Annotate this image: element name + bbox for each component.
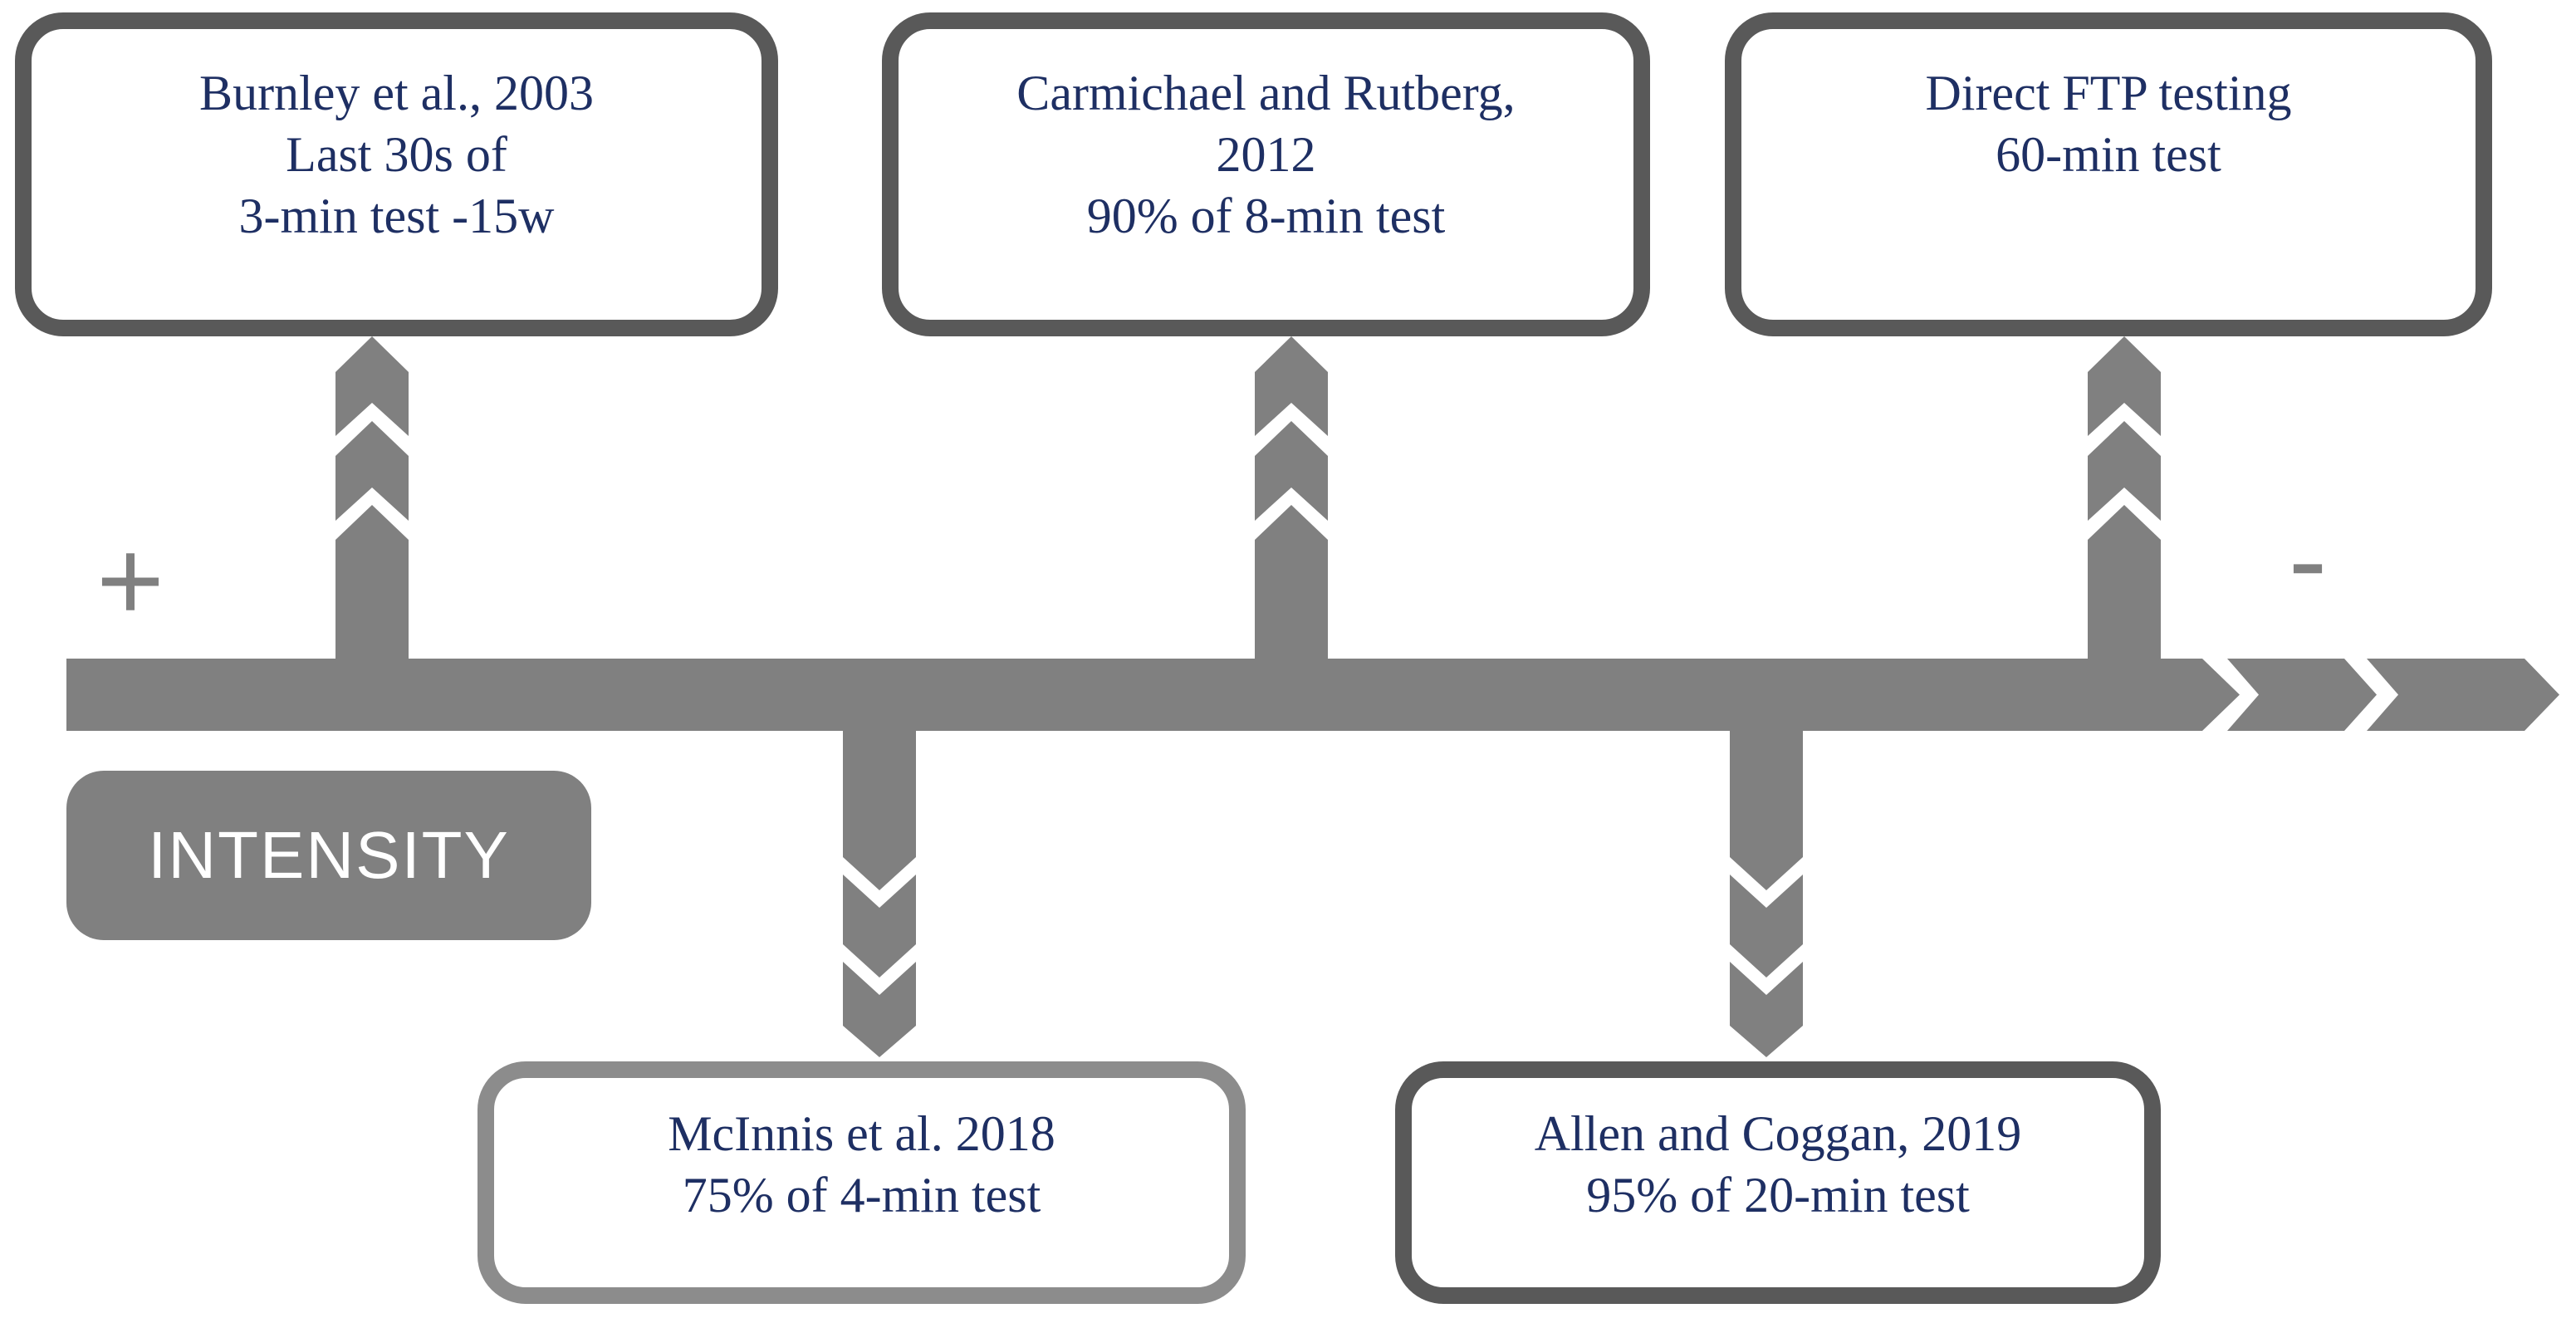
box-text-line: 60-min test <box>1996 127 2221 182</box>
down-arrow-mcinnis <box>843 731 916 1057</box>
intensity-label: INTENSITY <box>148 818 510 892</box>
box-allen-coggan: Allen and Coggan, 2019 95% of 20-min tes… <box>1395 1061 2161 1304</box>
down-arrow-chevron <box>1730 875 1803 978</box>
up-arrow-direct-ftp <box>2088 336 2161 659</box>
box-text-line: 90% of 8-min test <box>1086 189 1446 243</box>
box-text-line: Allen and Coggan, 2019 <box>1534 1106 2022 1161</box>
box-text-line: 95% of 20-min test <box>1586 1168 1970 1223</box>
box-text-line: Carmichael and Rutberg, <box>1016 66 1516 120</box>
box-carmichael: Carmichael and Rutberg, 2012 90% of 8-mi… <box>882 12 1650 336</box>
box-text: Burnley et al., 2003 Last 30s of 3-min t… <box>32 29 762 247</box>
box-text-line: 3-min test -15w <box>238 189 555 243</box>
box-text: Direct FTP testing 60-min test <box>1741 29 2476 185</box>
box-text: Carmichael and Rutberg, 2012 90% of 8-mi… <box>899 29 1633 247</box>
down-arrow-head <box>1730 962 1803 1057</box>
up-arrow-burnley <box>335 336 409 659</box>
axis-bar-chevron-2 <box>2367 659 2559 731</box>
intensity-axis-bar <box>66 659 2559 731</box>
up-arrow-stem <box>335 505 409 659</box>
box-text: McInnis et al. 2018 75% of 4-min test <box>494 1078 1229 1226</box>
plus-sign: + <box>96 515 164 645</box>
down-arrow-allen-coggan <box>1730 731 1803 1057</box>
box-burnley: Burnley et al., 2003 Last 30s of 3-min t… <box>15 12 778 336</box>
down-arrow-stem <box>843 731 916 890</box>
down-arrow-head <box>843 962 916 1057</box>
box-mcinnis: McInnis et al. 2018 75% of 4-min test <box>477 1061 1246 1304</box>
box-text-line: Last 30s of <box>286 127 507 182</box>
box-text-line: Direct FTP testing <box>1925 66 2292 120</box>
up-arrow-stem <box>2088 505 2161 659</box>
intensity-label-box: INTENSITY <box>66 771 591 940</box>
down-arrow-stem <box>1730 731 1803 890</box>
down-arrow-chevron <box>843 875 916 978</box>
minus-sign: - <box>2288 494 2328 625</box>
up-arrow-carmichael <box>1255 336 1328 659</box>
box-text: Allen and Coggan, 2019 95% of 20-min tes… <box>1412 1078 2144 1226</box>
box-text-line: 2012 <box>1216 127 1316 182</box>
box-text-line: Burnley et al., 2003 <box>199 66 594 120</box>
box-text-line: 75% of 4-min test <box>682 1168 1041 1223</box>
up-arrow-stem <box>1255 505 1328 659</box>
up-arrow-head <box>335 336 409 436</box>
up-arrow-chevron <box>335 421 409 521</box>
box-direct-ftp: Direct FTP testing 60-min test <box>1725 12 2492 336</box>
up-arrow-chevron <box>1255 421 1328 521</box>
axis-bar-main <box>66 659 2240 731</box>
up-arrow-head <box>1255 336 1328 436</box>
up-arrow-chevron <box>2088 421 2161 521</box>
box-text-line: McInnis et al. 2018 <box>668 1106 1055 1161</box>
axis-bar-chevron-1 <box>2227 659 2377 731</box>
up-arrow-head <box>2088 336 2161 436</box>
